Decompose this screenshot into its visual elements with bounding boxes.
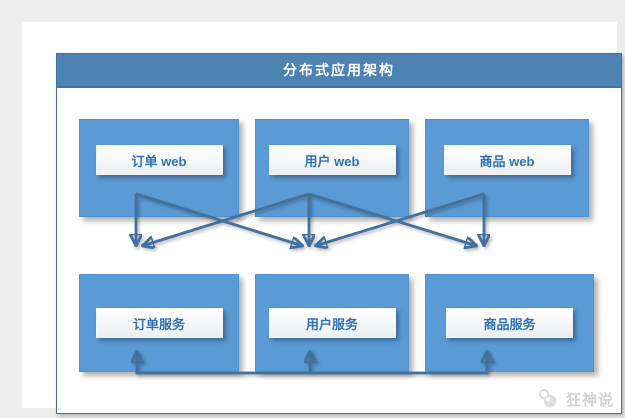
kuangshen-logo-icon (539, 389, 557, 408)
node-user-service: 用户服务 (255, 274, 409, 372)
node-order-service-label: 订单服务 (132, 316, 185, 332)
node-product-service-label: 商品服务 (483, 316, 536, 332)
diagram-title: 分布式应用架构 (283, 62, 395, 78)
node-order-web-label: 订单 web (131, 153, 187, 169)
node-product-web-plate: 商品 web (443, 145, 571, 175)
node-user-web-plate: 用户 web (268, 145, 396, 175)
node-product-service-plate: 商品服务 (446, 308, 573, 338)
watermark: 狂神说 (536, 388, 614, 410)
node-user-service-plate: 用户服务 (268, 308, 396, 338)
diagram-title-bar: 分布式应用架构 (57, 54, 621, 88)
node-order-web: 订单 web (79, 119, 239, 217)
node-user-service-label: 用户服务 (305, 316, 358, 332)
node-product-web: 商品 web (425, 119, 589, 217)
content-panel: 分布式应用架构 订单 web 用户 web 商品 web (22, 22, 622, 414)
node-order-service: 订单服务 (79, 274, 239, 372)
node-order-web-plate: 订单 web (95, 145, 223, 175)
watermark-text: 狂神说 (566, 391, 615, 409)
node-user-web-label: 用户 web (304, 153, 360, 169)
node-order-service-plate: 订单服务 (95, 308, 223, 338)
node-product-service: 商品服务 (425, 274, 594, 372)
node-user-web: 用户 web (255, 119, 409, 217)
node-product-web-label: 商品 web (479, 153, 535, 169)
diagram-frame: 分布式应用架构 订单 web 用户 web 商品 web (56, 53, 622, 414)
